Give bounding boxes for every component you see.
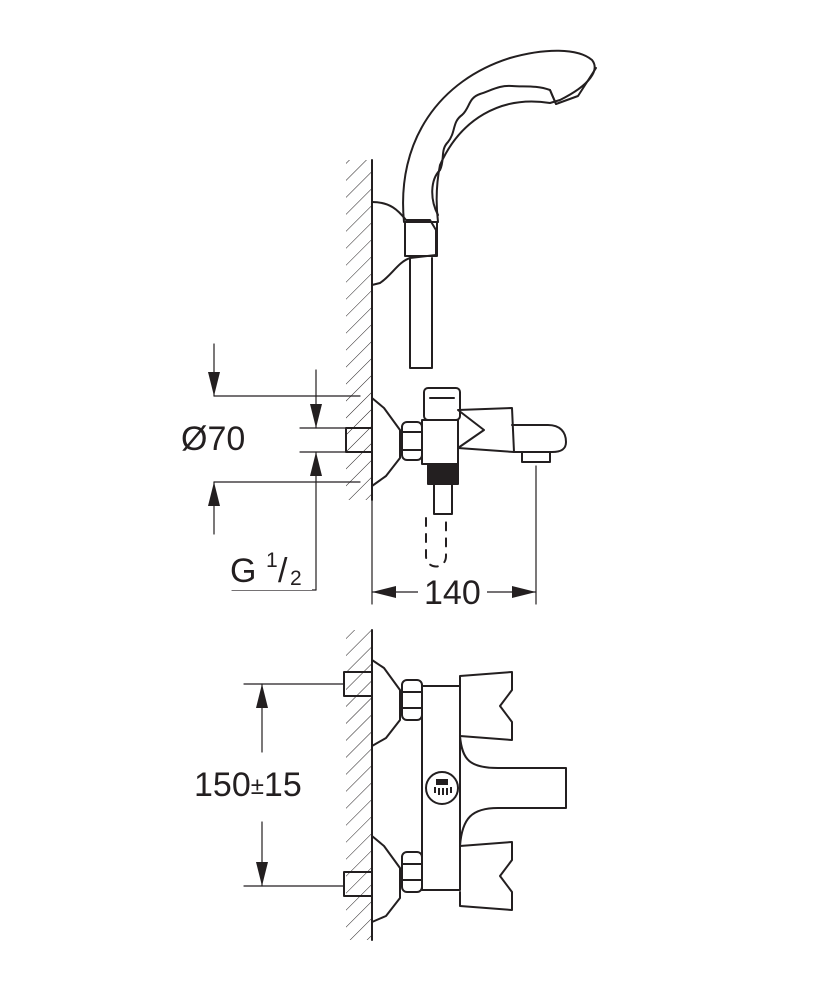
s-union-bottom <box>343 871 373 897</box>
thread-label-num: 1 <box>266 549 278 572</box>
distance-label: 150±15 <box>194 768 302 806</box>
distance-plus-minus: ± <box>250 773 264 800</box>
shower-symbol-icon <box>434 779 452 795</box>
spout-front <box>459 735 567 847</box>
rosette-bottom <box>371 835 401 923</box>
wall-rosette-side <box>371 397 401 487</box>
nut-bottom <box>401 851 423 893</box>
rosette-top <box>371 659 401 747</box>
thread-label-main: G <box>230 552 257 590</box>
s-union-side <box>345 427 373 453</box>
diverter-knob <box>423 387 461 421</box>
diverter-circle <box>425 771 459 805</box>
thread-label-den: 2 <box>290 567 302 590</box>
wall-hatch-lower <box>346 630 372 940</box>
thread-label-slash: / <box>278 552 288 590</box>
distance-main: 150 <box>194 766 251 804</box>
thread-label: G 1 / 2 <box>226 550 312 590</box>
wall-hatch-upper <box>346 160 372 500</box>
diameter-label: Ø70 <box>181 420 246 458</box>
handle-top <box>459 671 513 741</box>
hand-shower-grip <box>431 84 557 216</box>
nut-top <box>401 679 423 721</box>
nut-side <box>401 421 423 461</box>
hose-connector <box>427 463 459 485</box>
handle-bottom <box>459 841 513 911</box>
aerator <box>521 451 551 463</box>
spout-side <box>511 424 567 453</box>
hose-dashed <box>425 517 447 568</box>
shower-hose <box>409 257 433 369</box>
mixer-body-front <box>421 685 461 891</box>
mixer-body-side <box>421 419 459 465</box>
shower-head-face <box>549 67 597 105</box>
handle-side <box>457 407 515 453</box>
holder-clamp <box>404 221 438 257</box>
projection-label: 140 <box>418 576 487 610</box>
distance-tolerance: 15 <box>263 766 302 804</box>
